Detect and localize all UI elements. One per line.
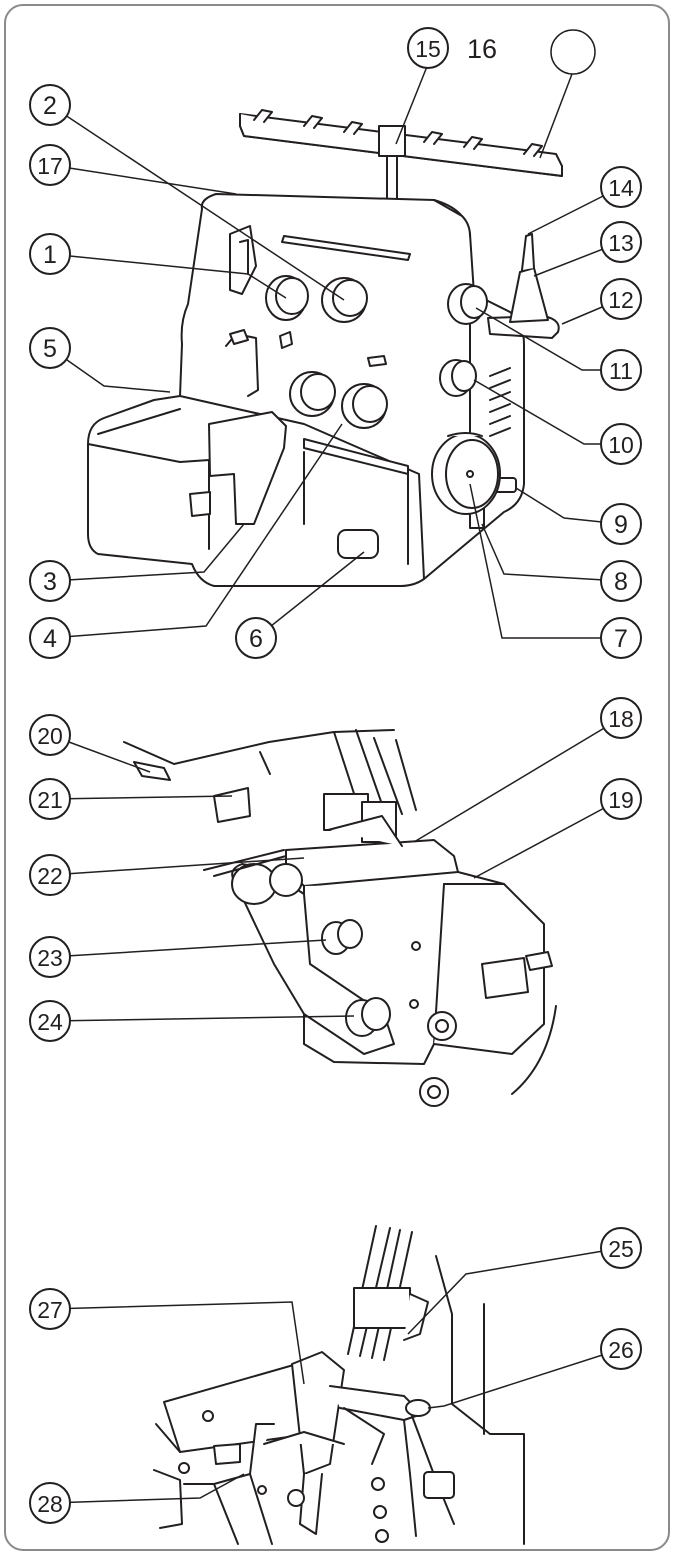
callout-20: 20 [37, 723, 63, 749]
callout-26: 26 [608, 1337, 634, 1363]
callout-2: 2 [43, 92, 57, 120]
callout-24: 24 [37, 1009, 63, 1035]
callout-18: 18 [608, 706, 634, 732]
callout-4: 4 [43, 625, 57, 653]
callout-21: 21 [37, 787, 63, 813]
callout-numbers: 2 17 1 5 3 4 6 7 8 9 10 11 12 13 14 15 1… [37, 34, 634, 1517]
callout-28: 28 [37, 1491, 63, 1517]
callout-12: 12 [608, 287, 634, 313]
callout-13: 13 [608, 230, 634, 256]
thread-spool-circle [550, 29, 596, 75]
looper-illustration [153, 1225, 525, 1545]
presser-foot-illustration [123, 729, 557, 1107]
callout-10: 10 [608, 432, 634, 458]
leader-lines [49, 63, 622, 1504]
callout-16: 16 [467, 34, 497, 64]
callout-7: 7 [614, 625, 628, 653]
callout-3: 3 [43, 568, 57, 596]
callout-15: 15 [415, 36, 441, 62]
callout-23: 23 [37, 945, 63, 971]
callout-14: 14 [608, 175, 634, 201]
serger-machine-illustration [87, 29, 596, 587]
callout-11: 11 [609, 358, 633, 384]
callout-25: 25 [608, 1236, 634, 1262]
callout-22: 22 [37, 863, 63, 889]
callout-17: 17 [37, 153, 63, 179]
figure-frame: 2 17 1 5 3 4 6 7 8 9 10 11 12 13 14 15 1… [4, 4, 670, 1551]
callout-9: 9 [614, 511, 628, 539]
callout-19: 19 [608, 787, 634, 813]
spool-holder [487, 233, 560, 339]
callout-27: 27 [37, 1297, 63, 1323]
callout-8: 8 [614, 568, 628, 596]
callout-bubbles [29, 27, 642, 1524]
callout-5: 5 [43, 335, 57, 363]
callout-1: 1 [43, 241, 57, 269]
side-knobs [439, 283, 488, 397]
callout-6: 6 [249, 625, 263, 653]
thread-guide-bar [239, 109, 563, 210]
